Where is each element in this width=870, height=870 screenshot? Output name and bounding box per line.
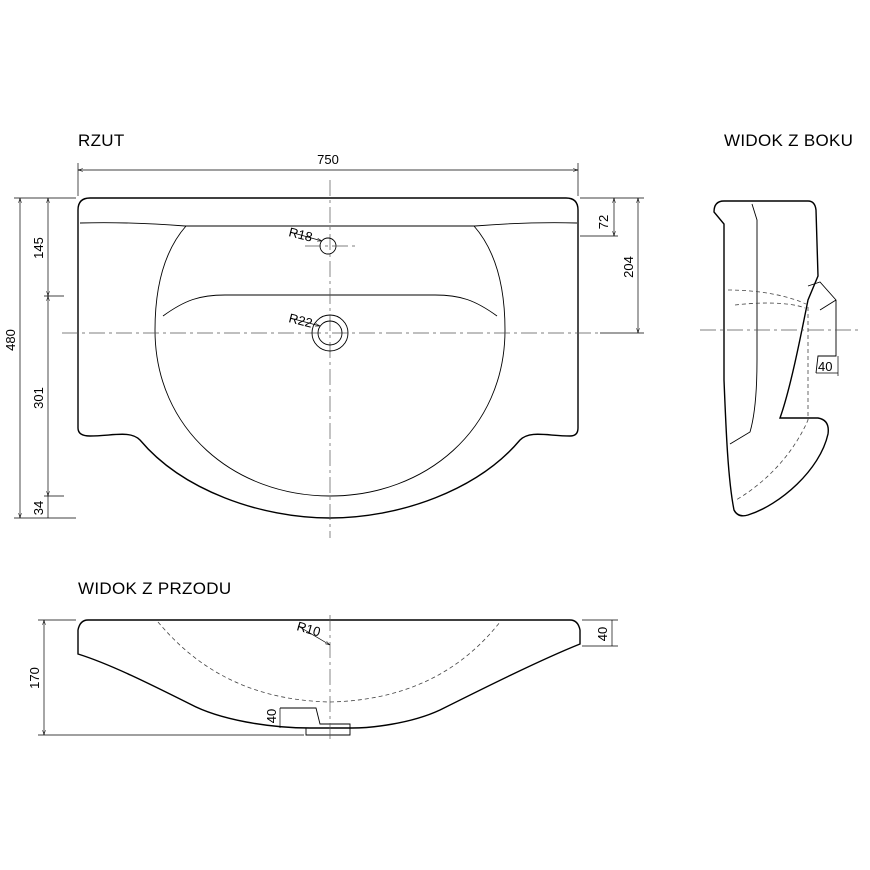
back-to-drain-label: 204 [621, 256, 636, 278]
tap-hole-radius-leader [289, 231, 322, 242]
side-outline [713, 200, 829, 517]
drain-inner [317, 320, 343, 346]
width-label: 750 [317, 152, 339, 167]
plan-view-title: RZUT [78, 131, 125, 150]
front-radius-label: R10 [295, 618, 322, 639]
drain-outer [311, 314, 349, 352]
side-view-title: WIDOK Z BOKU [724, 131, 853, 150]
front-rim-label: 40 [595, 627, 610, 641]
side-hidden-inner [734, 302, 806, 309]
front-radius-leader [297, 625, 330, 645]
front-lip-label: 34 [31, 501, 46, 515]
side-drain-fitting [807, 281, 837, 374]
side-drain-detail [819, 299, 837, 311]
plan-bowl-outer [154, 225, 506, 497]
plan-rim-line [79, 222, 578, 227]
drain-radius-leader [289, 317, 320, 326]
side-inner-wall [729, 203, 758, 445]
rim-label: 72 [596, 215, 611, 229]
front-outline [77, 619, 581, 729]
front-view: WIDOK Z PRZODU 40 R10 170 40 [27, 579, 618, 740]
tap-hole-radius-label: R18 [287, 224, 314, 244]
side-drain-label: 40 [818, 359, 832, 374]
front-hidden-bowl [157, 621, 501, 703]
plan-view: RZUT R18 R22 750 480 [3, 131, 644, 538]
drain-radius-label: R22 [287, 310, 314, 330]
center-to-front-label: 301 [31, 387, 46, 409]
depth-label: 480 [3, 329, 18, 351]
side-hidden-bowl [727, 289, 809, 501]
front-drain [280, 707, 351, 736]
front-height-label: 170 [27, 667, 42, 689]
side-view: WIDOK Z BOKU 40 [700, 131, 862, 517]
front-drain-label: 40 [264, 709, 279, 723]
top-to-tap-label: 145 [31, 237, 46, 259]
front-view-title: WIDOK Z PRZODU [78, 579, 231, 598]
